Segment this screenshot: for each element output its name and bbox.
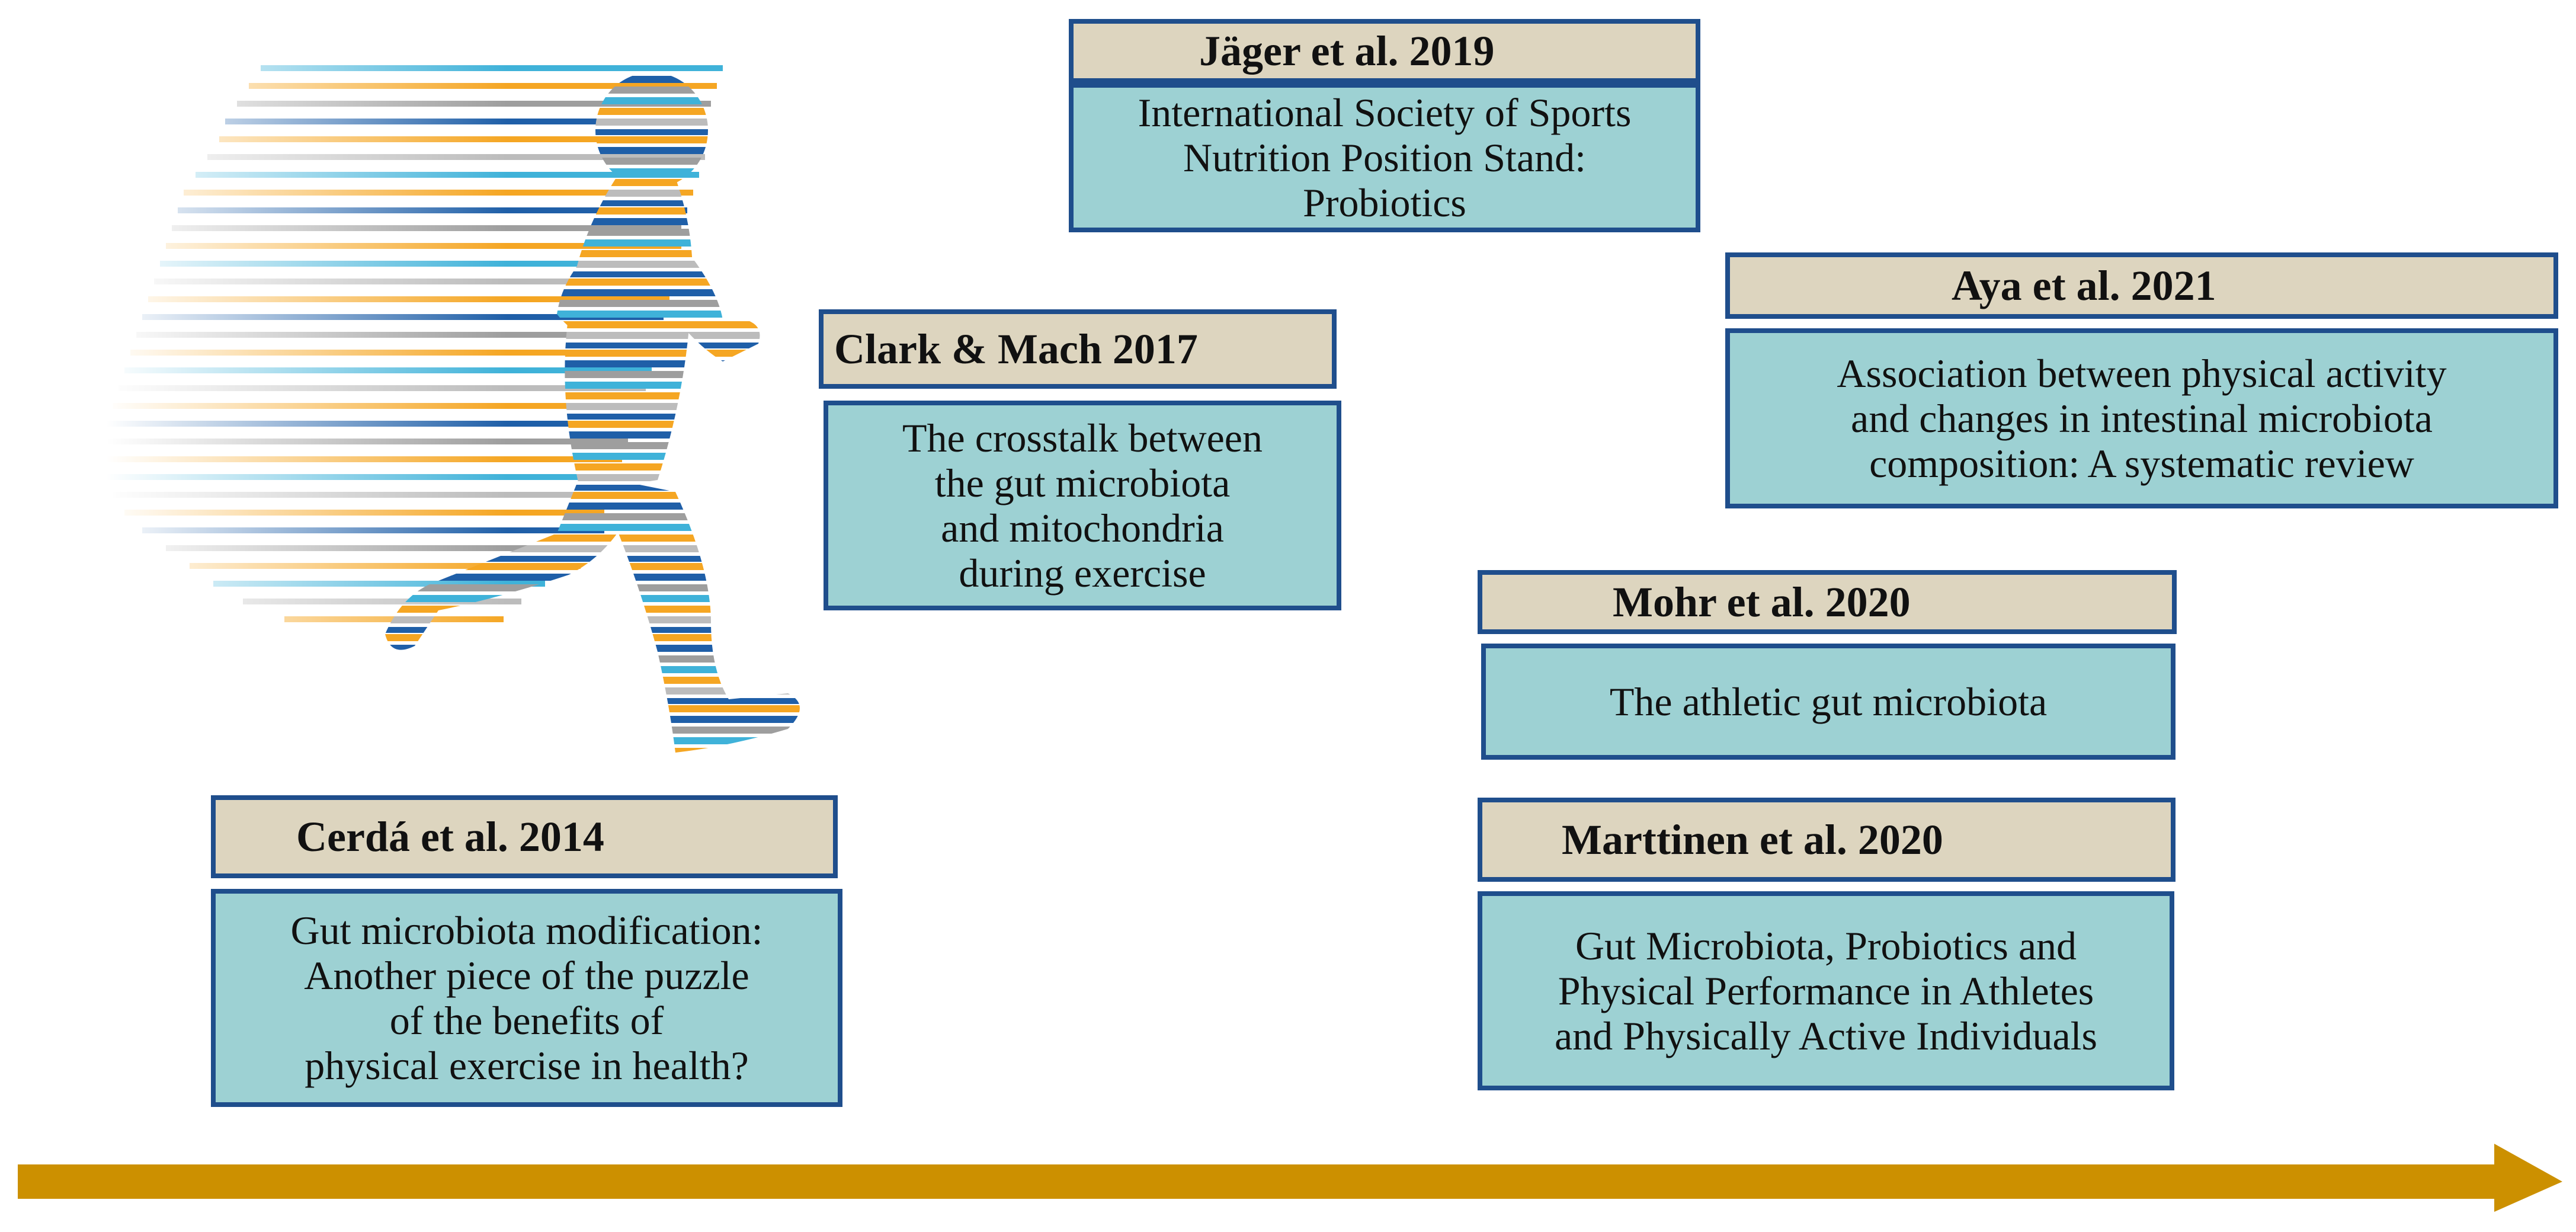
- card-text-line: International Society of Sports: [1138, 90, 1632, 135]
- card-text-line: Probiotics: [1303, 180, 1466, 225]
- card-header-mohr: Mohr et al. 2020: [1478, 570, 2177, 634]
- card-text-line: physical exercise in health?: [305, 1043, 749, 1088]
- card-body-jager: International Society of Sports Nutritio…: [1069, 83, 1700, 232]
- card-header-aya: Aya et al. 2021: [1725, 252, 2558, 319]
- timeline-arrowhead: [2494, 1144, 2562, 1212]
- card-header-jager: Jäger et al. 2019: [1069, 19, 1700, 83]
- card-text-line: and Physically Active Individuals: [1555, 1013, 2097, 1058]
- card-header-cerda: Cerdá et al. 2014: [211, 795, 838, 878]
- card-body-mohr: The athletic gut microbiota: [1481, 644, 2175, 760]
- card-text-line: Gut Microbiota, Probiotics and: [1575, 923, 2077, 968]
- running-person-striped-icon: [107, 65, 835, 794]
- card-body-aya: Association between physical activity an…: [1725, 328, 2558, 508]
- card-text-line: and changes in intestinal microbiota: [1851, 396, 2433, 441]
- card-body-cerda: Gut microbiota modification: Another pie…: [211, 889, 842, 1107]
- card-text-line: the gut microbiota: [934, 460, 1231, 505]
- card-text-line: The crosstalk between: [902, 415, 1263, 460]
- card-text-line: Gut microbiota modification:: [290, 908, 763, 953]
- card-text-line: composition: A systematic review: [1869, 441, 2414, 486]
- card-body-marttinen: Gut Microbiota, Probiotics and Physical …: [1478, 891, 2174, 1090]
- card-text-line: The athletic gut microbiota: [1609, 679, 2048, 724]
- card-text-line: Another piece of the puzzle: [304, 953, 749, 998]
- timeline-shaft: [18, 1164, 2506, 1199]
- card-text-line: and mitochondria: [941, 505, 1224, 551]
- card-header-clark: Clark & Mach 2017: [819, 309, 1337, 389]
- card-text-line: Physical Performance in Athletes: [1558, 968, 2094, 1013]
- card-body-clark: The crosstalk between the gut microbiota…: [824, 401, 1341, 610]
- card-text-line: of the benefits of: [389, 998, 664, 1043]
- card-text-line: during exercise: [959, 551, 1206, 596]
- motion-lines: [107, 65, 835, 794]
- card-text-line: Association between physical activity: [1837, 351, 2447, 396]
- arrow-right-icon: [18, 1144, 2562, 1212]
- card-header-marttinen: Marttinen et al. 2020: [1478, 798, 2175, 882]
- card-text-line: Nutrition Position Stand:: [1183, 135, 1587, 180]
